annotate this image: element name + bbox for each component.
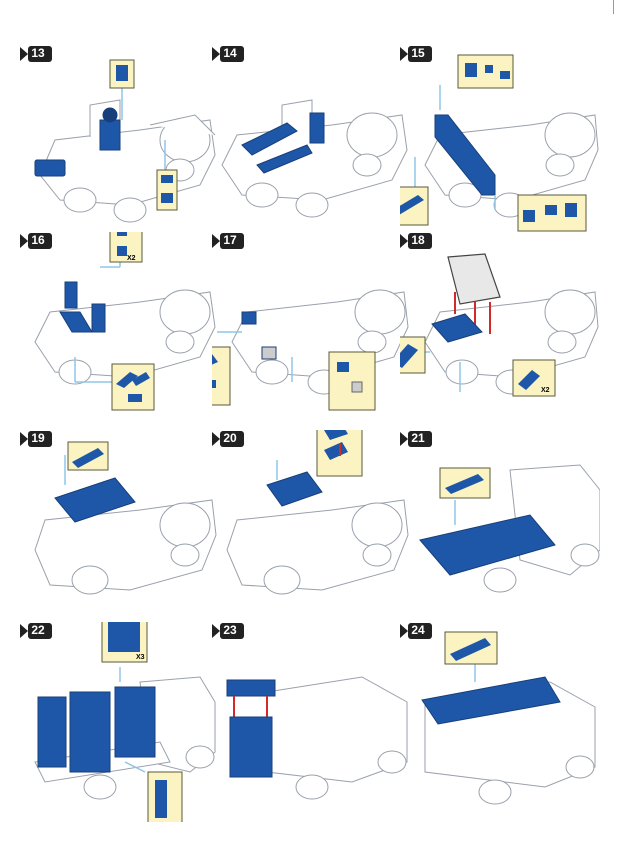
- step-number: 15: [411, 46, 425, 60]
- assembly-scene: [226, 676, 408, 800]
- quantity-label: X2: [541, 387, 550, 394]
- step-19: 19: [20, 430, 220, 630]
- step-number: 16: [31, 233, 45, 247]
- step-22: 22 X3 X2: [20, 622, 220, 822]
- step-number-badge: [20, 431, 52, 447]
- page-edge-mark: [613, 0, 614, 14]
- step-number-badge: [20, 46, 52, 62]
- step-number-badge: [212, 233, 244, 249]
- step-number: 19: [31, 431, 45, 445]
- assembly-scene: [226, 430, 409, 595]
- assembly-scene: X2: [34, 232, 216, 411]
- assembly-scene: X2: [400, 253, 599, 397]
- step-number: 14: [223, 46, 237, 60]
- step-number-badge: [212, 623, 244, 639]
- step-number: 24: [411, 623, 425, 637]
- step-number: 23: [223, 623, 237, 637]
- step-number-badge: [212, 431, 244, 447]
- step-number: 22: [31, 623, 45, 637]
- step-number: 13: [31, 46, 45, 60]
- step-number-badge: [20, 623, 52, 639]
- step-20: 20: [212, 430, 412, 630]
- step-23: 23: [212, 622, 412, 822]
- step-13: 13: [20, 45, 220, 245]
- step-14: 14: [212, 45, 412, 245]
- step-number: 17: [223, 233, 237, 247]
- step-24: 24: [400, 622, 600, 822]
- step-15: 15: [400, 45, 600, 245]
- assembly-scene: [34, 441, 217, 595]
- step-16: 16 X2: [20, 232, 220, 432]
- assembly-scene: [34, 59, 216, 223]
- assembly-scene: [212, 289, 409, 411]
- assembly-scene: [400, 54, 599, 232]
- quantity-label: X2: [127, 255, 136, 262]
- step-number-badge: [400, 623, 432, 639]
- step-number-badge: [400, 233, 432, 249]
- step-number: 20: [223, 431, 237, 445]
- step-21: 21: [400, 430, 600, 630]
- assembly-scene: [421, 631, 596, 805]
- step-number-badge: [20, 233, 52, 249]
- assembly-scene: [419, 464, 600, 593]
- step-18: 18 X2: [400, 232, 600, 432]
- assembly-scene: [221, 99, 408, 218]
- step-number: 21: [411, 431, 425, 445]
- quantity-label: X3: [136, 654, 145, 661]
- step-number-badge: [400, 46, 432, 62]
- assembly-scene: X3 X2: [34, 622, 216, 822]
- step-number-badge: [212, 46, 244, 62]
- step-17: 17: [212, 232, 412, 432]
- step-number-badge: [400, 431, 432, 447]
- step-number: 18: [411, 233, 425, 247]
